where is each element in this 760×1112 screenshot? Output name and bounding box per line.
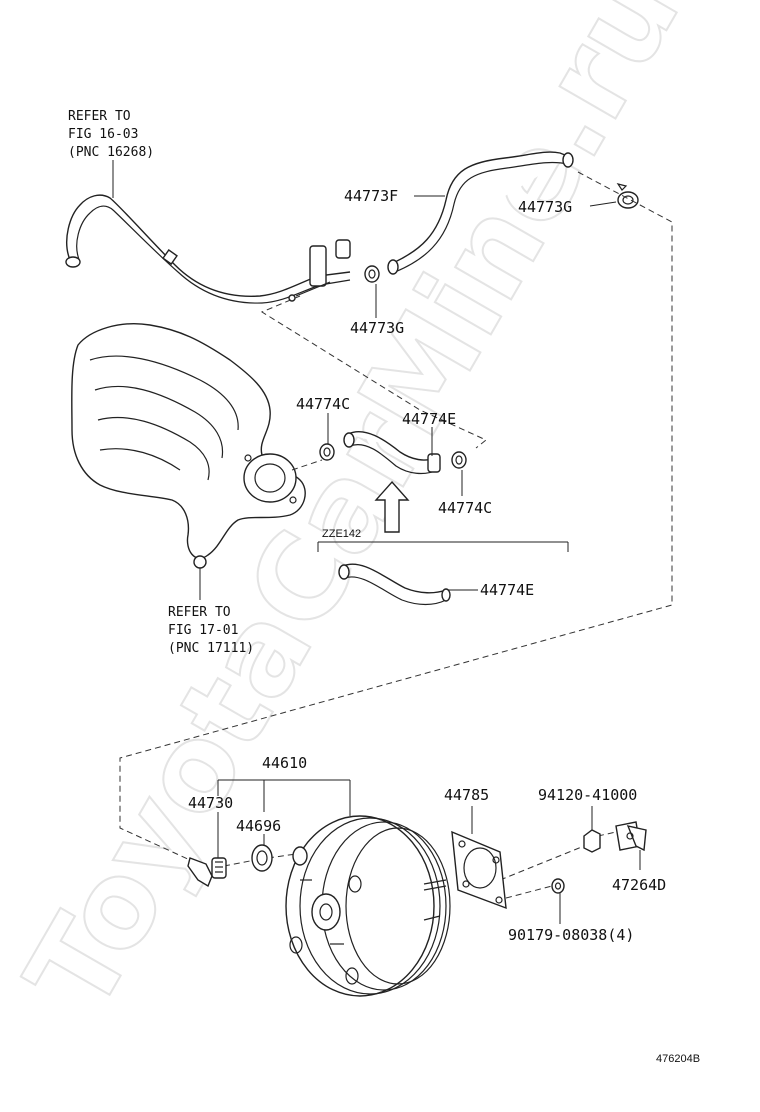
label-44785: 44785 bbox=[444, 786, 489, 804]
label-44774e-lower: 44774E bbox=[480, 581, 534, 599]
label-44730: 44730 bbox=[188, 794, 233, 812]
clevis-47264d bbox=[615, 821, 647, 852]
refer-mid-line2: FIG 17-01 bbox=[168, 623, 238, 638]
label-90179-08038: 90179-08038(4) bbox=[508, 926, 634, 944]
clamp-44774c-left bbox=[319, 443, 335, 461]
label-47264d: 47264D bbox=[612, 876, 666, 894]
label-44773g-left: 44773G bbox=[350, 319, 404, 337]
nut-94120-41000 bbox=[583, 829, 601, 853]
leader-lines bbox=[112, 160, 641, 924]
check-valve-44730 bbox=[187, 857, 227, 888]
refer-top-line2: FIG 16-03 bbox=[68, 127, 138, 142]
vacuum-hose-44774e-upper bbox=[343, 431, 441, 475]
pcv-pipe-assembly bbox=[65, 194, 351, 304]
clamp-44774c-right bbox=[451, 451, 467, 469]
brake-booster-44610 bbox=[285, 815, 451, 997]
gasket-44785 bbox=[451, 830, 507, 910]
label-44774c-right: 44774C bbox=[438, 499, 492, 517]
label-44774e-upper: 44774E bbox=[402, 410, 456, 428]
label-44773g-right: 44773G bbox=[518, 198, 572, 216]
refer-mid-line1: REFER TO bbox=[168, 605, 231, 620]
label-94120-41000: 94120-41000 bbox=[538, 786, 637, 804]
vacuum-hose-44773f bbox=[387, 151, 574, 275]
variant-arrow bbox=[374, 480, 410, 533]
refer-top-line1: REFER TO bbox=[68, 109, 131, 124]
vacuum-hose-44774e-lower bbox=[338, 563, 451, 606]
label-44696: 44696 bbox=[236, 817, 281, 835]
clamp-44773g-right bbox=[616, 183, 639, 209]
clamp-44773g-left bbox=[364, 265, 380, 283]
refer-mid-line3: (PNC 17111) bbox=[168, 641, 254, 656]
label-44774c-left: 44774C bbox=[296, 395, 350, 413]
label-44610: 44610 bbox=[262, 754, 307, 772]
label-44773f: 44773F bbox=[344, 187, 398, 205]
intake-manifold bbox=[71, 323, 306, 600]
grommet-44696 bbox=[251, 844, 273, 872]
variant-label: ZZE142 bbox=[322, 528, 361, 540]
variant-bracket bbox=[317, 541, 569, 552]
nut-90179-08038 bbox=[551, 878, 565, 894]
routing-lines bbox=[119, 171, 673, 899]
figure-id: 476204B bbox=[656, 1053, 700, 1065]
refer-top-line3: (PNC 16268) bbox=[68, 145, 154, 160]
